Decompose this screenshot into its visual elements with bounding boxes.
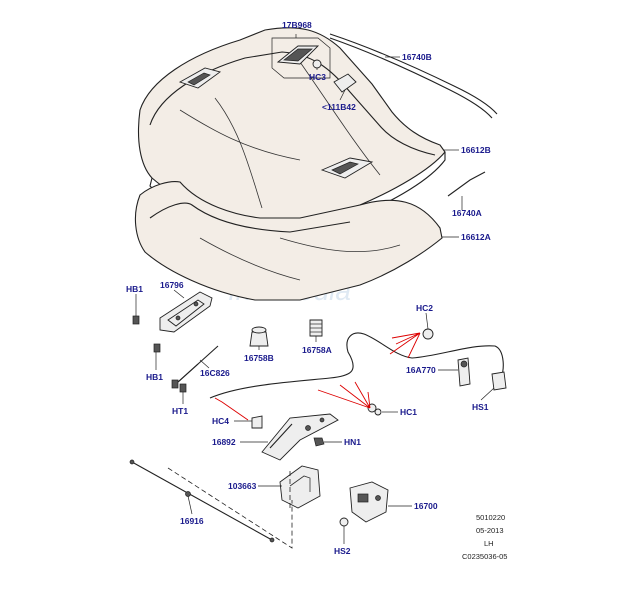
label-16c826: 16C826 [200, 368, 230, 378]
bracket-111b42 [333, 73, 357, 93]
label-leaders [135, 34, 495, 544]
gas-strut [171, 345, 219, 389]
hood-seal-front [447, 171, 486, 197]
hood-seal-rear [329, 33, 498, 119]
label-hc2: HC2 [416, 303, 433, 313]
illustration-date: 05-2013 [476, 526, 504, 535]
label-17b968: 17B968 [282, 20, 312, 30]
label-16916: 16916 [180, 516, 204, 526]
assembly-guide-lines [167, 467, 293, 549]
hc3-clip [312, 59, 322, 69]
label-16740a: 16740A [452, 208, 482, 218]
label-16612a: 16612A [461, 232, 491, 242]
release-handle [457, 357, 471, 387]
label-hc1: HC1 [400, 407, 417, 417]
illustration-side: LH [484, 539, 494, 548]
label-16a770: 16A770 [406, 365, 436, 375]
cable-clip-leaders [214, 332, 421, 421]
cable-clip-hc4 [251, 415, 263, 429]
label-hb1-upper: HB1 [126, 284, 143, 294]
strut-bolt [179, 383, 187, 393]
label-111b42: <111B42 [322, 102, 356, 112]
label-16612b: 16612B [461, 145, 491, 155]
label-hb1-lower: HB1 [146, 372, 163, 382]
label-hc3: HC3 [309, 72, 326, 82]
vent-bezel-box [271, 37, 331, 79]
label-16758b: 16758B [244, 353, 274, 363]
release-cable [209, 332, 504, 399]
label-hs1: HS1 [472, 402, 489, 412]
label-16740b: 16740B [402, 52, 432, 62]
release-cable-16916 [129, 459, 275, 543]
label-103663: 103663 [228, 481, 257, 491]
bump-stop-16758b [249, 326, 269, 347]
latch-bracket [261, 413, 339, 461]
hinge-bolt-upper [132, 315, 140, 325]
label-16796: 16796 [160, 280, 184, 290]
label-16892: 16892 [212, 437, 236, 447]
label-ht1: HT1 [172, 406, 188, 416]
label-hn1: HN1 [344, 437, 361, 447]
striker [279, 465, 321, 509]
hood-hinge [159, 291, 213, 333]
hood-inner-panel [134, 181, 443, 301]
label-hs2: HS2 [334, 546, 351, 556]
label-hc4: HC4 [212, 416, 229, 426]
label-16758a: 16758A [302, 345, 332, 355]
cable-clip-hc2 [422, 328, 434, 340]
handle-bracket [491, 371, 507, 391]
latch-bolt-hs2 [339, 517, 349, 527]
label-16700: 16700 [414, 501, 438, 511]
illustration-code: 5010220 [476, 513, 505, 522]
hood-vent-right [320, 157, 374, 179]
illustration-ref: C0235036-05 [462, 552, 507, 561]
hood-latch [349, 481, 389, 523]
hood-vent-left [178, 67, 222, 89]
hinge-bolt-lower [153, 343, 161, 353]
nut-hn1 [313, 437, 325, 447]
bump-stop-16758a [309, 319, 323, 337]
